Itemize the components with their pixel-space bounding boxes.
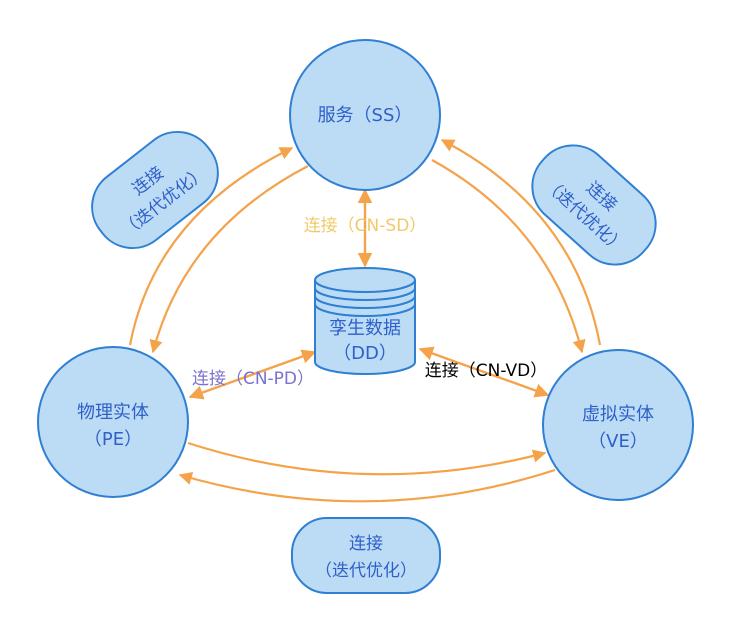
node-ve-line1: 虚拟实体 xyxy=(582,404,654,425)
iteration-box-bottom: 连接 （迭代优化） xyxy=(291,517,441,594)
node-pe-line2: （PE） xyxy=(84,429,142,450)
node-dd-line2: （DD） xyxy=(333,343,397,364)
arrow-ve-to-ss xyxy=(440,139,602,346)
label-cn-vd: 连接（CN-VD） xyxy=(425,361,547,381)
label-cn-sd: 连接（CN-SD） xyxy=(304,216,427,236)
node-dd-cylinder: 孪生数据 （DD） xyxy=(314,267,416,375)
arrow-ve-dd xyxy=(418,346,550,398)
arrow-pe-dd xyxy=(188,349,317,400)
node-ve-line2: （VE） xyxy=(588,431,648,452)
node-ve: 虚拟实体 （VE） xyxy=(542,349,694,501)
arrow-ss-to-ve xyxy=(431,159,586,354)
iteration-bottom-line2: （迭代优化） xyxy=(315,561,417,581)
iteration-box-left: 连接 （迭代优化） xyxy=(91,130,219,250)
iteration-bottom-line1: 连接 xyxy=(349,534,383,554)
data-arrows xyxy=(188,188,550,400)
cycle-arrows xyxy=(128,139,602,503)
node-ss-label: 服务（SS） xyxy=(318,105,413,126)
node-pe-line1: 物理实体 xyxy=(77,402,149,423)
node-dd-line1: 孪生数据 xyxy=(329,318,401,339)
iteration-box-right: 连接 （迭代优化） xyxy=(531,144,657,266)
arrow-ve-to-pe xyxy=(178,468,556,503)
arrow-ss-to-pe xyxy=(149,165,309,354)
node-ss: 服务（SS） xyxy=(289,39,441,191)
arrow-pe-to-ss xyxy=(128,147,294,346)
arrow-pe-to-ve xyxy=(187,441,547,476)
label-cn-pd: 连接（CN-PD） xyxy=(192,369,314,389)
node-pe: 物理实体 （PE） xyxy=(37,346,189,498)
